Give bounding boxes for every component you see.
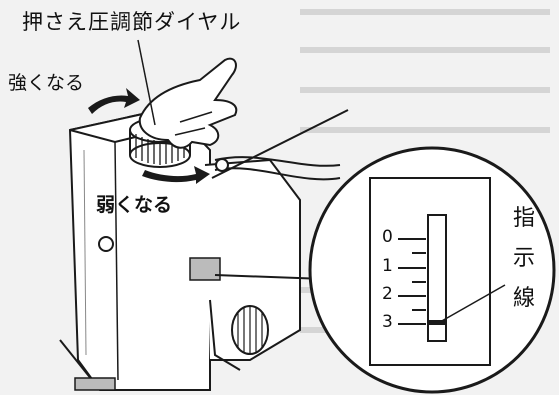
indicator-leader-line [439,284,506,323]
background-texture [300,9,550,333]
scale-tick-label: 2 [382,284,393,304]
arrow-weaker [142,166,210,184]
indicator-window-frame [369,177,491,366]
scale-tick-label: 1 [382,256,393,276]
scale-tick-label: 3 [382,312,393,332]
diagram-title: 押さえ圧調節ダイヤル [22,10,242,34]
indicator-label-char: 線 [513,286,536,311]
indicator-label-char: 指 [513,206,536,231]
scale-tick-label: 0 [382,227,393,247]
label-stronger: 強くなる [8,72,85,94]
indicator-bar [428,320,446,325]
arrow-stronger [88,88,140,114]
callout-line-top [211,109,349,179]
indicator-slot [427,214,447,342]
hand [138,57,238,149]
indicator-label-char: 示 [513,246,536,271]
label-weaker: 弱くなる [96,194,173,216]
scale-ticks [398,238,426,325]
machine-arm [204,158,301,361]
title-leader-line [137,39,156,126]
screw-hole [98,236,114,252]
